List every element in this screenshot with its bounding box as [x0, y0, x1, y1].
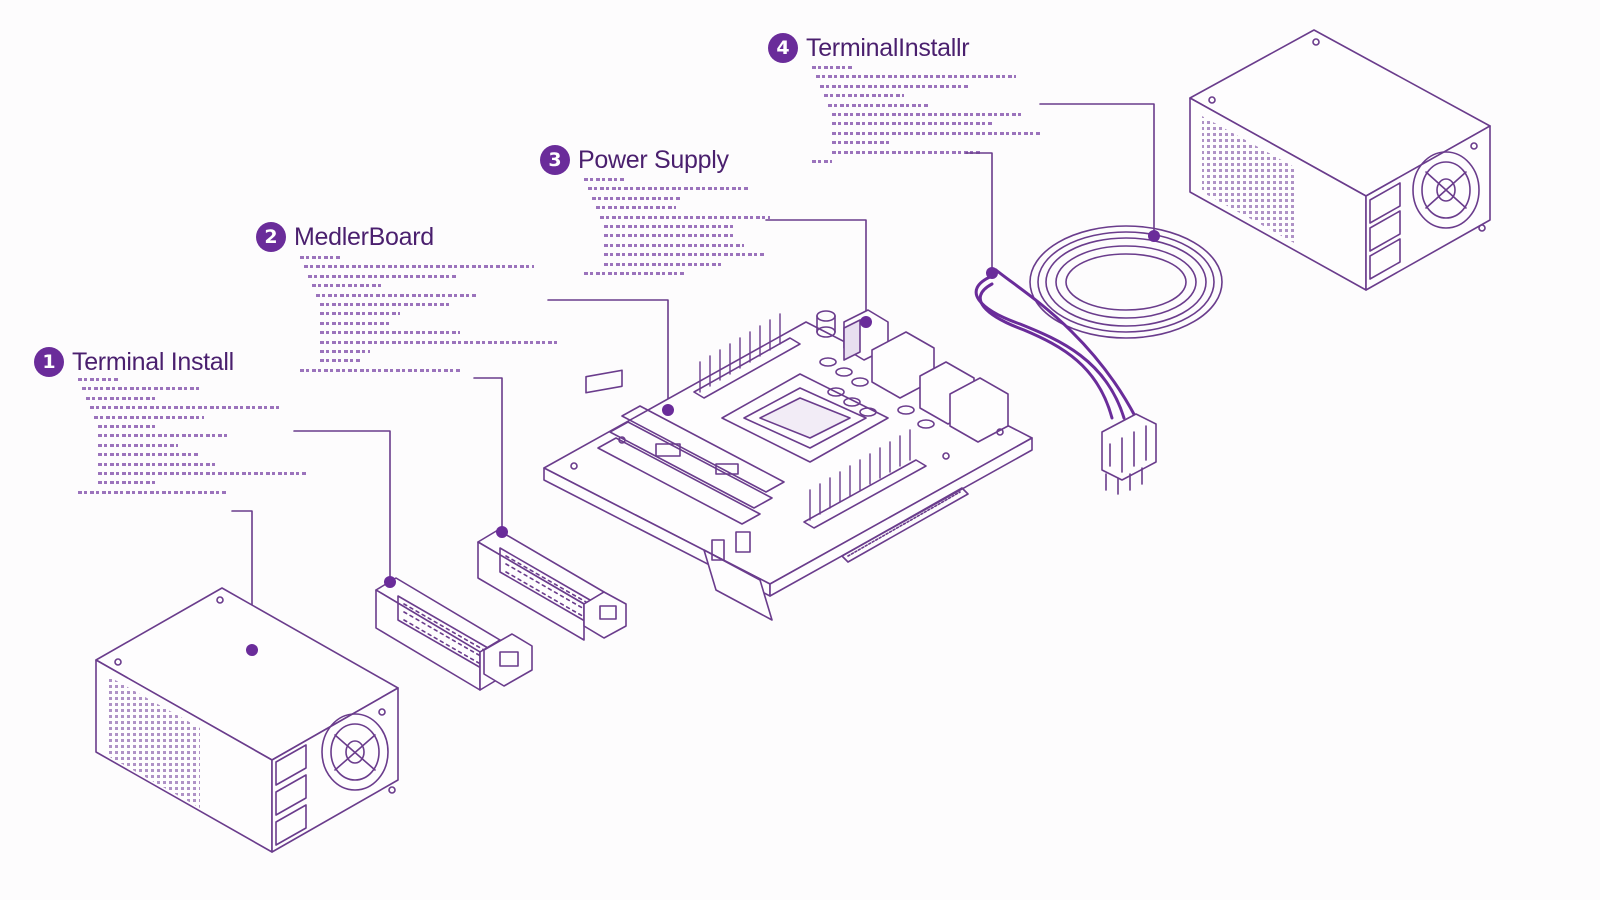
code-line: [320, 359, 360, 363]
step-1-label: 1 Terminal Install: [34, 347, 234, 377]
motherboard-icon: [543, 309, 1033, 621]
code-line: [94, 415, 204, 419]
step-4-code-block: [812, 66, 1042, 169]
step-2-badge: 2: [256, 222, 286, 252]
code-line: [312, 284, 382, 288]
code-line: [98, 481, 158, 485]
code-line: [320, 331, 460, 335]
code-line: [604, 234, 734, 238]
step-4-badge: 4: [768, 33, 798, 63]
db-connector-icon: [477, 529, 627, 641]
step-2-title: MedlerBoard: [294, 222, 434, 251]
code-line: [320, 321, 390, 325]
code-line: [300, 368, 460, 372]
code-line: [816, 75, 1016, 79]
power-supply-unit-icon: [1189, 29, 1491, 291]
code-line: [82, 387, 202, 391]
code-line: [78, 490, 228, 494]
step-3-title: Power Supply: [578, 145, 729, 174]
step-3-badge: 3: [540, 145, 570, 175]
code-line: [600, 215, 770, 219]
code-line: [820, 84, 970, 88]
code-line: [308, 274, 458, 278]
code-line: [828, 103, 928, 107]
step-3-label: 3 Power Supply: [540, 145, 729, 175]
code-line: [832, 112, 1022, 116]
step-1-code-block: [78, 378, 308, 500]
code-line: [320, 312, 400, 316]
step-3-code-block: [584, 178, 770, 281]
code-line: [596, 206, 676, 210]
code-line: [98, 462, 218, 466]
code-line: [98, 424, 158, 428]
code-line: [832, 122, 992, 126]
code-line: [588, 187, 748, 191]
code-line: [812, 66, 852, 69]
code-line: [584, 178, 624, 181]
step-4-label: 4 TerminalInstallr: [768, 33, 970, 63]
code-line: [90, 406, 280, 410]
code-line: [300, 256, 340, 259]
code-line: [320, 340, 560, 344]
code-line: [812, 159, 832, 163]
code-line: [320, 302, 450, 306]
code-line: [98, 434, 228, 438]
step-1-badge: 1: [34, 347, 64, 377]
code-line: [604, 253, 764, 257]
code-line: [824, 94, 904, 98]
power-supply-unit-icon: [95, 587, 399, 853]
step-1-title: Terminal Install: [72, 347, 234, 376]
leader-lines: [231, 103, 1155, 651]
db-connector-icon: [375, 577, 533, 691]
step-4-title: TerminalInstallr: [806, 33, 970, 62]
code-line: [832, 150, 982, 154]
code-line: [604, 262, 724, 266]
code-line: [98, 471, 308, 475]
code-line: [604, 224, 734, 228]
code-line: [592, 196, 682, 200]
power-cable-icon: [974, 225, 1223, 495]
code-line: [86, 396, 156, 400]
code-line: [320, 349, 370, 353]
code-line: [832, 131, 1042, 135]
code-line: [584, 271, 684, 275]
code-line: [832, 141, 892, 145]
code-line: [98, 453, 198, 457]
code-line: [316, 293, 476, 297]
code-line: [98, 443, 178, 447]
step-2-code-block: [300, 256, 560, 378]
code-line: [604, 243, 744, 247]
code-line: [78, 378, 118, 381]
step-2-label: 2 MedlerBoard: [256, 222, 434, 252]
code-line: [304, 265, 534, 269]
